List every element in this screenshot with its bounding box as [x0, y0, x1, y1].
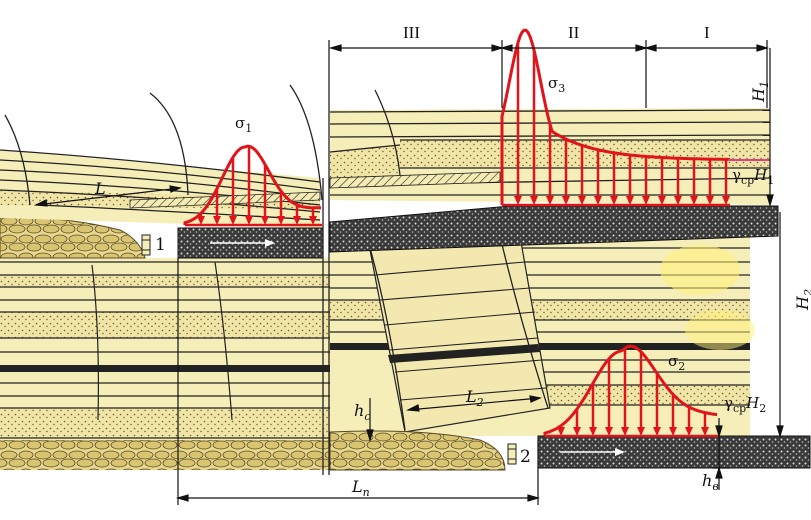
sigma2-arrowhead	[669, 427, 677, 436]
support-prop-1	[141, 234, 151, 256]
support-prop-2	[507, 443, 517, 465]
sigma2-arrowhead	[589, 427, 597, 436]
sigma2-curve	[543, 344, 718, 436]
gamma-H2-label: γсрH2	[724, 394, 766, 415]
sigma2-arrowhead	[701, 427, 709, 436]
sigma3-label: σ3	[548, 74, 565, 95]
lower-strata	[0, 235, 755, 443]
hv-label: hв	[702, 471, 719, 493]
sigma1-arrowhead	[293, 216, 301, 225]
sigma1-arrowhead	[245, 216, 253, 225]
sigma2-label: σ2	[668, 352, 685, 373]
sigma2-arrowhead	[557, 427, 565, 436]
sigma1-arrowhead	[309, 216, 317, 225]
sigma3-arrowhead	[594, 196, 602, 205]
sigma2-arrowhead	[685, 427, 693, 436]
H2-label: H2	[793, 289, 811, 311]
sigma1-arrowhead	[213, 216, 221, 225]
sigma3-arrowhead	[626, 196, 634, 205]
Ln-label: Lп	[351, 477, 370, 499]
face-1-label: 1	[155, 235, 166, 255]
sigma3-arrowhead	[674, 196, 682, 205]
gamma-H1-label: γсрH1	[732, 166, 774, 187]
sigma3-arrowhead	[530, 196, 538, 205]
sigma3-arrowhead	[642, 196, 650, 205]
stress-diagrams	[183, 28, 770, 438]
sigma3-arrowhead	[658, 196, 666, 205]
sigma3-arrowhead	[610, 196, 618, 205]
sigma3-arrowhead	[562, 196, 570, 205]
L-label: L	[94, 179, 106, 198]
sigma1-label: σ1	[235, 114, 252, 135]
sigma1-arrowhead	[277, 216, 285, 225]
sigma1-arrowhead	[229, 216, 237, 225]
sigma2-arrowhead	[605, 427, 613, 436]
sigma2-arrowhead	[621, 427, 629, 436]
sigma1-arrowhead	[261, 216, 269, 225]
hc-label: hc	[354, 401, 370, 423]
H1-label: H1	[749, 81, 771, 103]
sigma3-arrowhead	[722, 196, 730, 205]
sigma3-arrowhead	[514, 196, 522, 205]
sigma3-arrowhead	[546, 196, 554, 205]
sigma2-arrowhead	[653, 427, 661, 436]
coal-seam-upper	[177, 205, 779, 259]
face-2-label: 2	[520, 447, 531, 467]
zone-I-label: I	[704, 23, 710, 42]
dimension-lines	[33, 40, 784, 505]
rubble-goaf	[0, 217, 506, 471]
coal-seam-lower	[537, 435, 811, 469]
zone-II-label: II	[568, 23, 580, 42]
zone-III-label: III	[403, 23, 420, 42]
L2-label: L2	[465, 387, 484, 409]
sigma3-arrowhead	[690, 196, 698, 205]
sigma3-arrowhead	[706, 196, 714, 205]
sigma3-arrowhead	[578, 196, 586, 205]
upper-left-strata	[0, 84, 323, 228]
sigma1-arrowhead	[197, 216, 205, 225]
vertical-fault	[322, 40, 330, 475]
sigma2-arrowhead	[637, 427, 645, 436]
sigma2-arrowhead	[573, 427, 581, 436]
